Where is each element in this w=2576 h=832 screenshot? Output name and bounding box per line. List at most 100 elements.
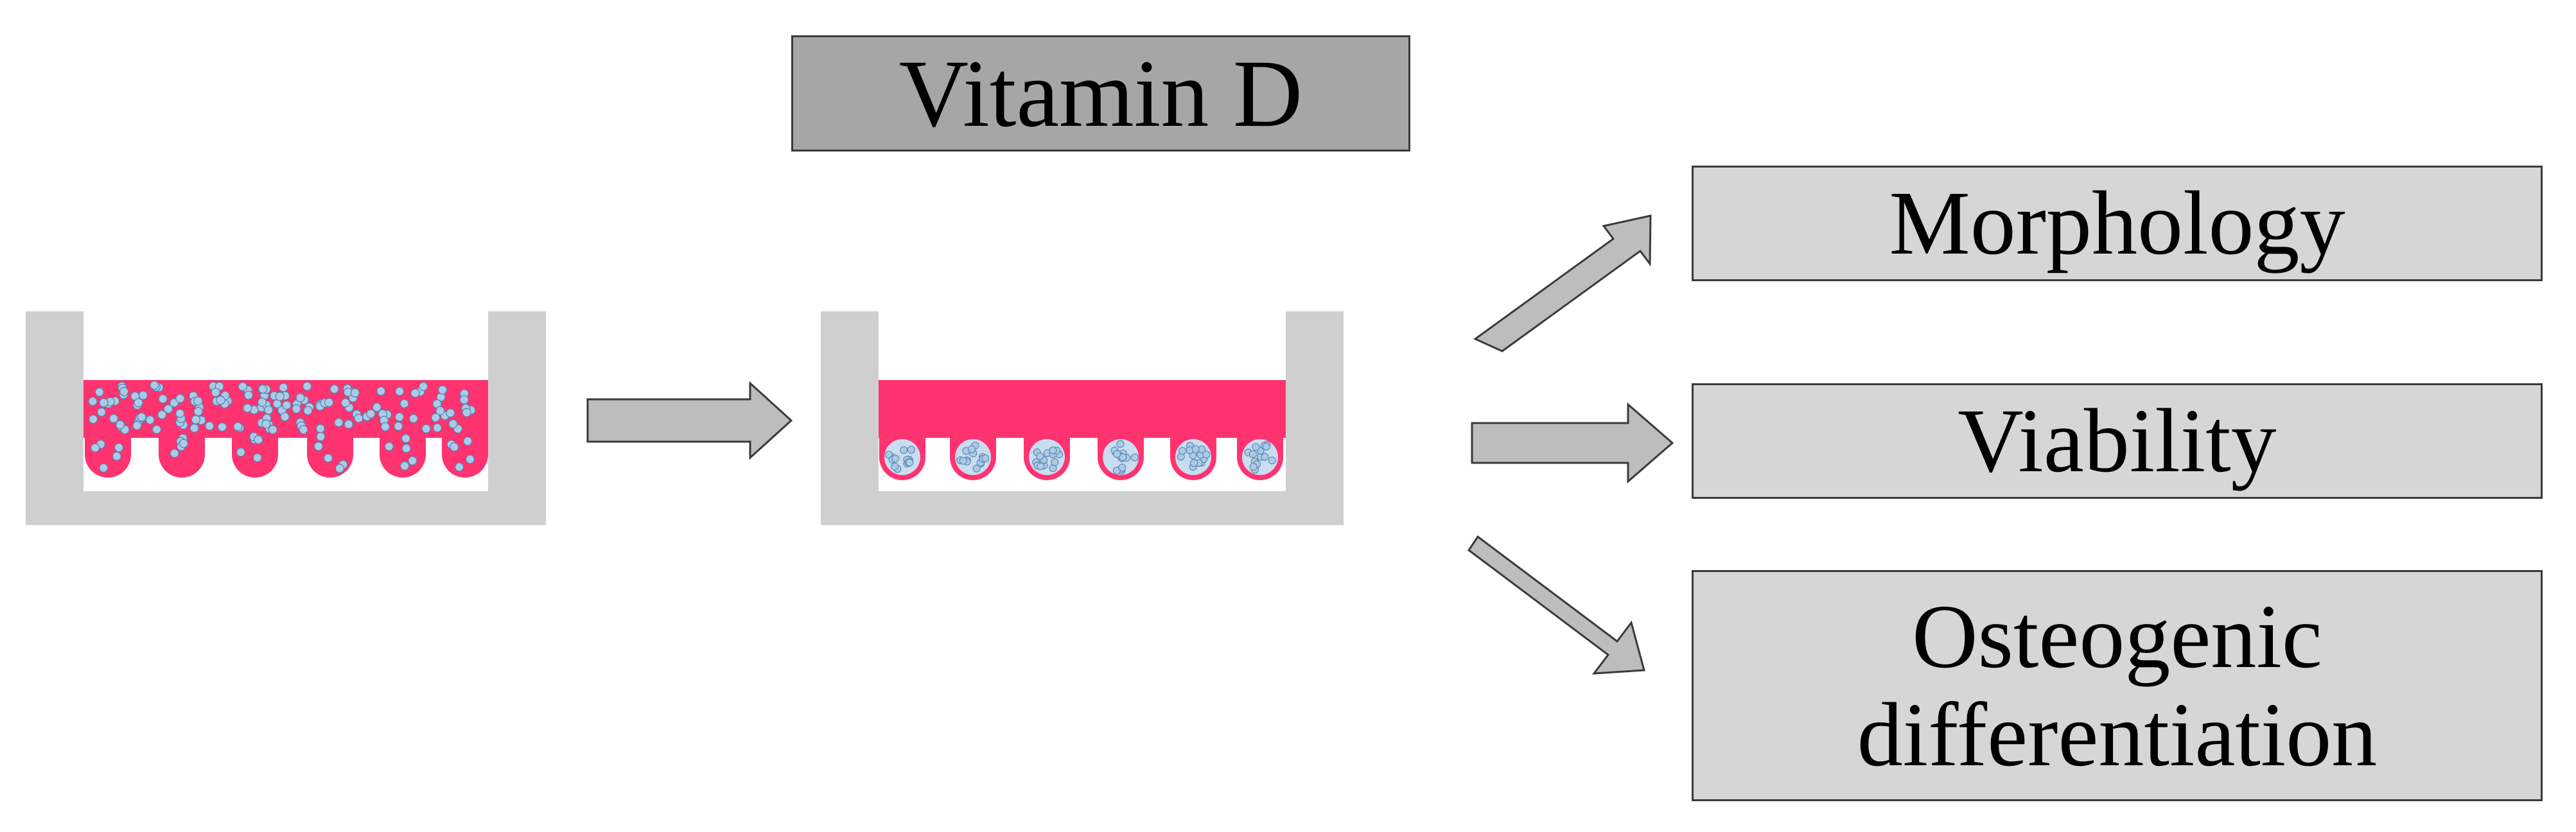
cell xyxy=(258,397,267,407)
cell xyxy=(462,408,471,417)
cell xyxy=(258,384,268,394)
cell xyxy=(376,386,386,396)
cell xyxy=(419,381,428,392)
cell xyxy=(399,461,410,471)
cell xyxy=(238,382,247,392)
seeding-plate-walls xyxy=(26,311,546,525)
cell xyxy=(450,442,459,452)
cell xyxy=(91,443,100,453)
spheroid-cell xyxy=(959,456,967,465)
cell xyxy=(395,386,405,396)
microwell-bottom-1 xyxy=(85,431,131,478)
osteogenic-line-2: differentiation xyxy=(1857,684,2378,785)
cell xyxy=(243,403,252,413)
arrow-to-osteogenic-differentiation xyxy=(1467,535,1645,675)
morphology-label: Morphology xyxy=(1692,166,2543,281)
cell xyxy=(268,425,277,435)
spheroid-plate-walls xyxy=(821,311,1344,525)
spheroid-cell xyxy=(900,446,908,455)
cell xyxy=(261,419,271,429)
cell xyxy=(150,380,159,390)
cell xyxy=(437,385,448,395)
spheroid-cell xyxy=(1268,456,1276,465)
cell xyxy=(175,408,185,419)
cell xyxy=(292,404,301,414)
cell xyxy=(295,393,305,403)
cell xyxy=(324,397,334,408)
cell xyxy=(432,423,442,433)
cell xyxy=(380,422,390,431)
cell xyxy=(303,406,313,415)
cell xyxy=(302,381,312,391)
spheroid-cell xyxy=(1118,464,1126,472)
process-arrow xyxy=(586,381,793,460)
cell xyxy=(236,447,246,457)
spheroid-cell xyxy=(968,445,976,453)
cell xyxy=(350,388,360,397)
spheroid-cell xyxy=(1262,442,1270,451)
cell xyxy=(114,443,124,453)
spheroid-medium xyxy=(879,380,1286,480)
cell xyxy=(280,412,290,422)
cell xyxy=(134,398,143,408)
cell xyxy=(112,451,121,461)
cell xyxy=(88,397,98,406)
cell xyxy=(394,421,403,431)
spheroid-cell xyxy=(1202,450,1211,458)
cell xyxy=(316,431,326,442)
osteogenic-differentiation-label: Osteogenic differentiation xyxy=(1692,570,2543,801)
spheroid-cell xyxy=(891,462,899,471)
cell xyxy=(132,420,142,431)
osteogenic-line-1: Osteogenic xyxy=(1912,585,2322,687)
spheroid-cell xyxy=(1130,453,1139,462)
cell xyxy=(421,424,431,433)
spheroid-cell xyxy=(1249,463,1257,471)
arrow-to-morphology xyxy=(1473,214,1652,352)
cell xyxy=(179,438,189,448)
cell xyxy=(205,421,215,431)
cell xyxy=(313,442,323,451)
cell xyxy=(193,406,203,417)
spheroid-cell xyxy=(1036,452,1044,460)
cell xyxy=(94,387,104,397)
cell xyxy=(408,456,417,465)
cell xyxy=(119,386,129,397)
cell-spheroids xyxy=(884,439,1278,475)
spheroid-plate xyxy=(821,311,1344,525)
cell xyxy=(401,433,411,444)
viability-label: Viability xyxy=(1692,383,2543,499)
cell xyxy=(315,424,325,433)
cell xyxy=(366,409,376,419)
cell xyxy=(189,423,199,433)
cell xyxy=(137,412,146,422)
spheroid-cell xyxy=(1051,458,1059,466)
cell xyxy=(410,388,420,398)
cell xyxy=(116,420,125,429)
arrow-to-viability xyxy=(1471,402,1674,484)
cell xyxy=(233,422,243,431)
cell xyxy=(157,410,167,420)
spheroid-cell xyxy=(1252,443,1260,451)
cell xyxy=(334,417,344,428)
spheroid-cell xyxy=(1049,446,1057,455)
cell xyxy=(158,394,168,404)
cell xyxy=(431,413,441,422)
spheroid-cell xyxy=(981,455,990,462)
spheroid-cell xyxy=(891,455,900,463)
cell xyxy=(152,424,161,435)
spheroid-cell xyxy=(1249,450,1257,458)
cell xyxy=(399,399,409,408)
cell xyxy=(145,415,155,425)
cell xyxy=(275,392,285,401)
spheroid-cell xyxy=(1037,462,1045,471)
spheroid-cell xyxy=(1190,459,1198,467)
seeding-cell-suspension xyxy=(88,380,476,473)
spheroid-cell xyxy=(1116,440,1125,448)
cell xyxy=(299,425,308,435)
cell xyxy=(448,419,458,429)
spheroid-cell xyxy=(1178,447,1187,455)
cell xyxy=(264,405,274,415)
cell xyxy=(164,404,173,414)
spheroid-cell xyxy=(972,464,981,472)
